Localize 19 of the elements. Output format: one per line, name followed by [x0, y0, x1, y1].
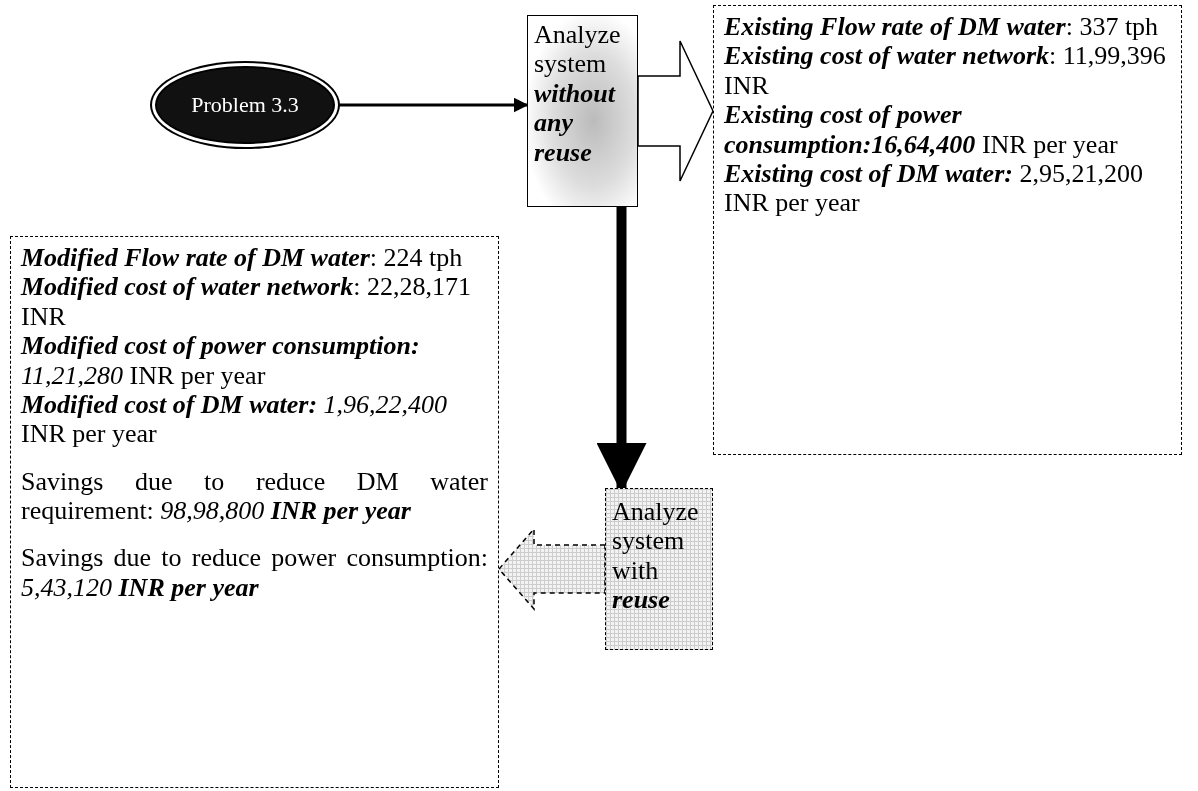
node-text: Modified cost of DM water: 1,96,22,400 INR per year: [21, 389, 449, 449]
block-arrow: [637, 40, 714, 182]
result-box: [10, 236, 499, 788]
node-text: Analyze system without any reuse: [534, 20, 622, 167]
result-box: [713, 5, 1182, 455]
node-text: Modified Flow rate of DM water: 224 tph: [21, 243, 464, 273]
node-text: Existing Flow rate of DM water: 337 tph: [724, 12, 1160, 42]
node-text: Existing cost of DM water: 2,95,21,200 INR per year: [724, 158, 1144, 218]
node-text: Modified cost of water network: 22,28,171 INR: [21, 272, 472, 332]
node-text: Analyze system with reuse: [612, 497, 700, 615]
node-text: Problem 3.3: [191, 92, 299, 118]
node-text: Savings due to reduce DM water requirement: 98,98,800 INR per year: [21, 466, 488, 526]
node-text: Savings due to reduce power consumption: 5,43,120 INR per year: [21, 543, 488, 603]
node-text: Existing cost of water network: 11,99,396 INR: [724, 41, 1167, 101]
node-text: Modified cost of power consumption: 11,21,280 INR per year: [21, 331, 421, 390]
block-arrow: [498, 527, 606, 611]
process-box: [605, 488, 713, 650]
process-box: [527, 15, 638, 207]
node-text: Existing cost of power consumption:16,64,400 INR per year: [724, 100, 1119, 159]
